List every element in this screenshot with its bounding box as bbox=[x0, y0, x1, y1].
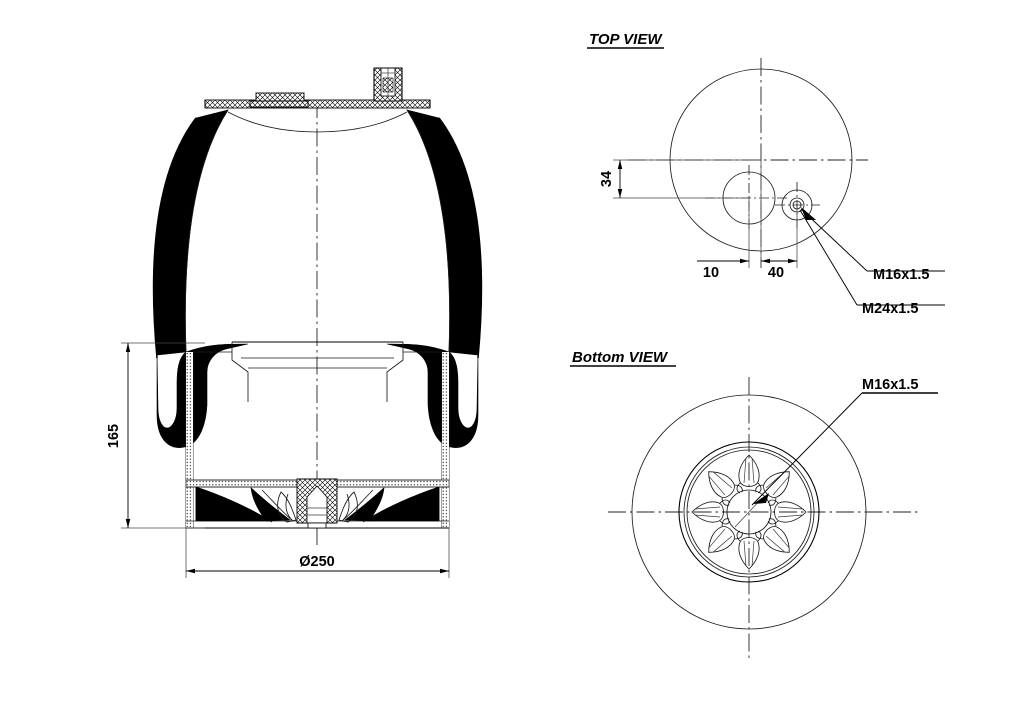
callout-top-m16: M16x1.5 bbox=[800, 207, 945, 283]
bottom-hub-ring-inner bbox=[683, 446, 815, 578]
dimension-10-label: 10 bbox=[703, 265, 719, 281]
dimension-height-165: 165 bbox=[106, 342, 205, 529]
bellows-inner-contour-right bbox=[406, 109, 451, 353]
bottom-hub-ring-inner2 bbox=[686, 449, 812, 575]
callout-top-m24-label: M24x1.5 bbox=[862, 301, 918, 317]
callout-top-m16-label: M16x1.5 bbox=[873, 267, 929, 283]
bottom-petal-ribs bbox=[691, 454, 807, 570]
bellows-rubber-upper-right bbox=[406, 109, 482, 356]
air-port-fitting bbox=[373, 67, 403, 102]
top-view-group: TOP VIEW 3 bbox=[587, 31, 945, 317]
dimension-34: 34 bbox=[599, 159, 761, 199]
bottom-center-stud bbox=[296, 478, 338, 529]
dimension-10-40: 10 40 bbox=[697, 160, 798, 281]
bottom-view-title: Bottom VIEW bbox=[572, 349, 669, 366]
rolling-lobe-rubber-right bbox=[386, 343, 479, 448]
dimension-250-label: Ø250 bbox=[299, 554, 334, 570]
dimension-diameter-250: Ø250 bbox=[185, 528, 450, 578]
front-view-group: 165 Ø250 bbox=[106, 67, 483, 578]
bellows-outline-left bbox=[152, 117, 197, 359]
dimension-165-label: 165 bbox=[106, 424, 122, 448]
bellows-rubber-upper-left bbox=[153, 109, 229, 356]
bottom-center-bore bbox=[726, 489, 772, 535]
piston-bottom-ribs bbox=[195, 486, 440, 523]
rolling-lobe-rubber-left bbox=[156, 343, 249, 448]
bellows-inner-contour-left bbox=[184, 109, 229, 353]
bottom-view-group: Bottom VIEW bbox=[570, 349, 938, 660]
bottom-hub-ring-outer bbox=[678, 441, 820, 583]
dimension-34-label: 34 bbox=[599, 171, 615, 187]
bellows-outline-right bbox=[438, 117, 483, 359]
top-view-title: TOP VIEW bbox=[589, 31, 663, 48]
dimension-40-label: 40 bbox=[768, 265, 784, 281]
callout-bottom-m16-label: M16x1.5 bbox=[862, 377, 918, 393]
callout-bottom-m16: M16x1.5 bbox=[751, 377, 938, 506]
callout-top-m24: M24x1.5 bbox=[799, 209, 945, 317]
top-plate-boss bbox=[249, 92, 309, 108]
bellows-dome-inner-line bbox=[227, 111, 408, 133]
piston-collar bbox=[231, 341, 404, 402]
